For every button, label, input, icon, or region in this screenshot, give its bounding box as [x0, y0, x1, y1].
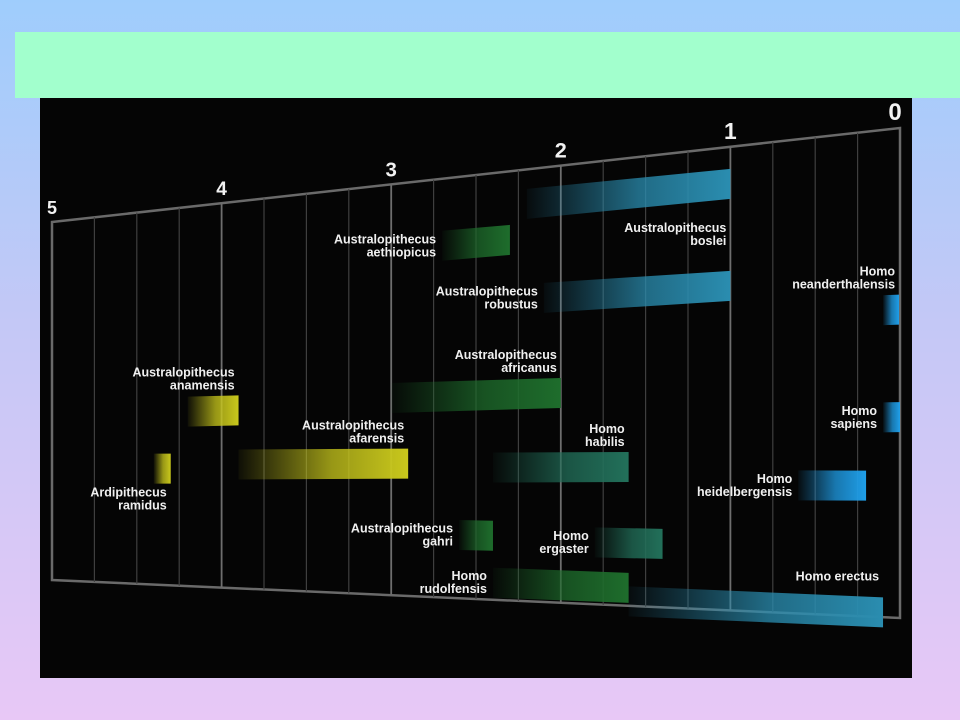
label-australopithecus-robustus-line2: robustus: [484, 297, 538, 311]
label-homo-ergaster-line2: ergaster: [539, 542, 588, 556]
bar-ardipithecus-ramidus: [153, 453, 171, 484]
bar-australopithecus-afarensis: [238, 448, 409, 480]
bar-homo-neanderthalensis: [883, 294, 900, 326]
tick-label-2: 2: [555, 138, 567, 163]
bar-homo-ergaster: [594, 527, 663, 559]
label-homo-erectus-line1: Homo erectus: [796, 569, 879, 583]
label-australopithecus-gahri-line2: gahri: [422, 535, 453, 549]
label-homo-heidelbergensis-line1: Homo: [757, 472, 793, 486]
label-australopithecus-anamensis-line2: anamensis: [170, 378, 235, 392]
tick-label-3: 3: [386, 159, 397, 181]
label-australopithecus-anamensis-line1: Australopithecus: [132, 365, 234, 379]
label-australopithecus-gahri-line1: Australopithecus: [351, 522, 453, 536]
label-homo-sapiens-line2: sapiens: [830, 417, 877, 431]
bar-australopithecus-africanus: [391, 377, 561, 414]
label-homo-neanderthalensis-line1: Homo: [860, 265, 896, 279]
labels-layer: AustralopithecusaethiopicusAustralopithe…: [90, 221, 895, 596]
label-australopithecus-aethiopicus-line1: Australopithecus: [334, 232, 436, 246]
bar-australopithecus-gahri: [459, 520, 493, 551]
label-homo-heidelbergensis-line2: heidelbergensis: [697, 485, 792, 499]
label-australopithecus-boslei-line2: boslei: [690, 234, 726, 248]
label-australopithecus-afarensis-line1: Australopithecus: [302, 419, 404, 433]
label-homo-rudolfensis-line2: rudolfensis: [420, 582, 487, 596]
bar-homo-rudolfensis: [492, 567, 629, 603]
label-ardipithecus-ramidus-line1: Ardipithecus: [90, 486, 166, 500]
label-ardipithecus-ramidus-line2: ramidus: [118, 499, 167, 513]
label-australopithecus-boslei-line1: Australopithecus: [624, 221, 726, 235]
bar-homo-habilis: [492, 452, 629, 483]
label-australopithecus-africanus-line1: Australopithecus: [455, 348, 557, 362]
tick-label-5: 5: [47, 198, 57, 218]
tick-label-1: 1: [724, 118, 737, 144]
label-homo-habilis-line2: habilis: [585, 435, 625, 449]
label-homo-ergaster-line1: Homo: [553, 529, 589, 543]
label-homo-rudolfensis-line1: Homo: [452, 569, 488, 583]
label-australopithecus-africanus-line2: africanus: [501, 361, 557, 375]
bar-homo-heidelbergensis: [798, 470, 867, 501]
bar-australopithecus-boslei: [526, 168, 731, 219]
timeline-frame: [50, 126, 902, 620]
label-homo-habilis-line1: Homo: [589, 422, 625, 436]
label-homo-sapiens-line1: Homo: [842, 404, 878, 418]
bar-australopithecus-anamensis: [187, 395, 239, 427]
title-bar: [15, 32, 960, 98]
label-homo-neanderthalensis-line2: neanderthalensis: [792, 278, 895, 292]
label-australopithecus-afarensis-line2: afarensis: [349, 432, 404, 446]
bar-homo-sapiens: [883, 402, 900, 433]
bars-layer: [153, 168, 900, 628]
tick-label-4: 4: [216, 179, 227, 200]
label-australopithecus-robustus-line1: Australopithecus: [436, 284, 538, 298]
label-australopithecus-aethiopicus-line2: aethiopicus: [367, 245, 437, 259]
bar-homo-erectus: [628, 586, 884, 628]
tick-label-0: 0: [888, 99, 901, 126]
bar-australopithecus-aethiopicus: [442, 224, 510, 261]
bar-australopithecus-robustus: [543, 270, 731, 313]
